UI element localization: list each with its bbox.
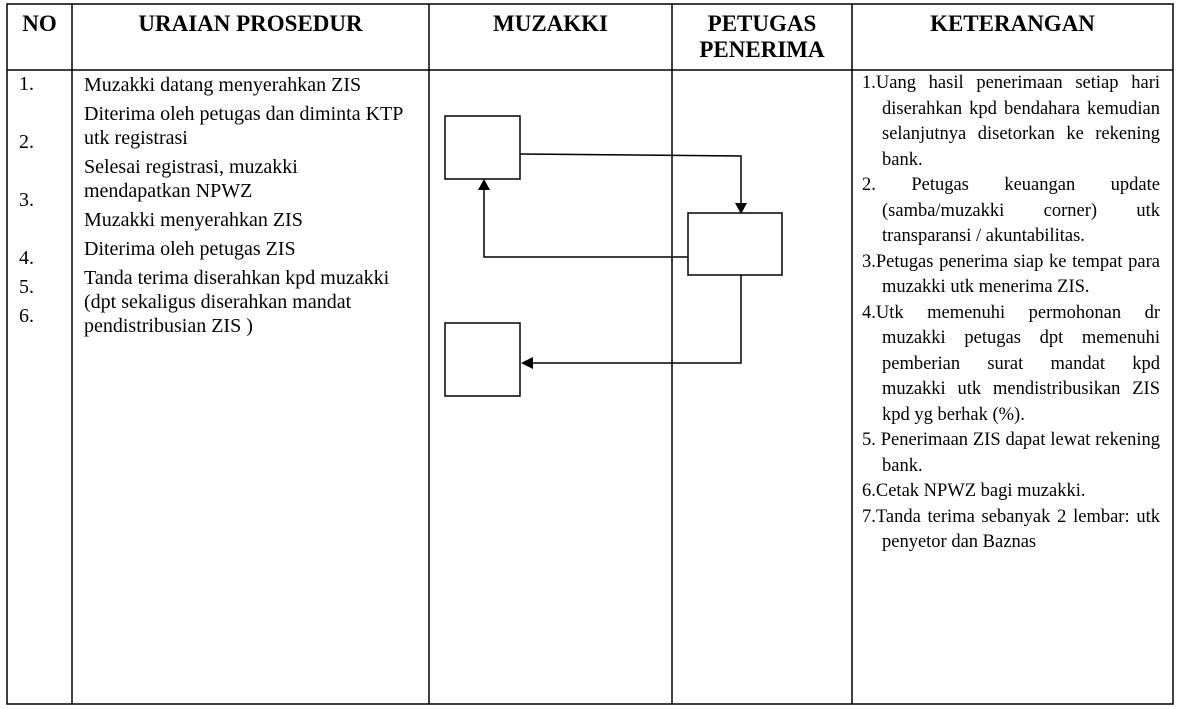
flow-box-petugas	[687, 212, 783, 276]
procedure-steps: Muzakki datang menyerahkan ZIS Diterima …	[84, 73, 404, 343]
step-number-1: 1.	[19, 73, 34, 95]
header-muzakki: MUZAKKI	[493, 11, 608, 36]
header-no: NO	[22, 11, 57, 36]
procedure-step-2: Diterima oleh petugas dan diminta KTP ut…	[84, 103, 403, 149]
step-number-3: 3.	[19, 189, 34, 211]
flow-box-muzakki-2	[444, 322, 521, 397]
arrowhead-down	[735, 203, 747, 214]
procedure-step-6: Tanda terima diserahkan kpd muzakki (dpt…	[84, 267, 390, 337]
step-number-2: 2.	[19, 131, 34, 153]
procedure-step-3: Selesai registrasi, muzakki mendapatkan …	[84, 156, 298, 202]
procedure-step-5: Diterima oleh petugas ZIS	[84, 238, 296, 260]
arrowhead-left	[521, 357, 533, 369]
note-5: 5. Penerimaan ZIS dapat lewat rekening b…	[862, 430, 1160, 476]
header-keterangan: KETERANGAN	[930, 11, 1095, 36]
flow-arrow-to-petugas	[519, 153, 742, 204]
flow-arrow-to-muzakki-2	[532, 275, 742, 364]
note-7: 7.Tanda terima sebanyak 2 lembar: utk pe…	[862, 506, 1160, 553]
keterangan-notes: 1.Uang hasil penerimaan setiap hari dise…	[862, 71, 1160, 556]
note-2: 2. Petugas keuangan update (samba/muzakk…	[862, 175, 1160, 246]
note-1: 1.Uang hasil penerimaan setiap hari dise…	[862, 73, 1160, 170]
step-number-4: 4.	[19, 247, 34, 269]
note-4: 4.Utk memenuhi permohonan dr muzakki pet…	[862, 302, 1160, 425]
note-3: 3.Petugas penerima siap ke tempat para m…	[862, 251, 1160, 298]
step-number-6: 6.	[19, 305, 34, 327]
flow-arrow-back-to-muzakki	[483, 188, 688, 258]
flow-box-muzakki-1	[444, 115, 521, 180]
header-petugas-line1: PETUGAS	[707, 11, 817, 36]
arrowhead-up	[478, 179, 490, 190]
step-number-5: 5.	[19, 276, 34, 298]
header-petugas-penerima: PETUGAS PENERIMA	[672, 11, 852, 63]
header-petugas-line2: PENERIMA	[699, 37, 825, 62]
table-border	[6, 3, 1174, 705]
procedure-step-1: Muzakki datang menyerahkan ZIS	[84, 74, 362, 96]
header-uraian-prosedur: URAIAN PROSEDUR	[138, 11, 363, 36]
procedure-step-4: Muzakki menyerahkan ZIS	[84, 209, 303, 231]
note-6: 6.Cetak NPWZ bagi muzakki.	[862, 481, 1086, 501]
